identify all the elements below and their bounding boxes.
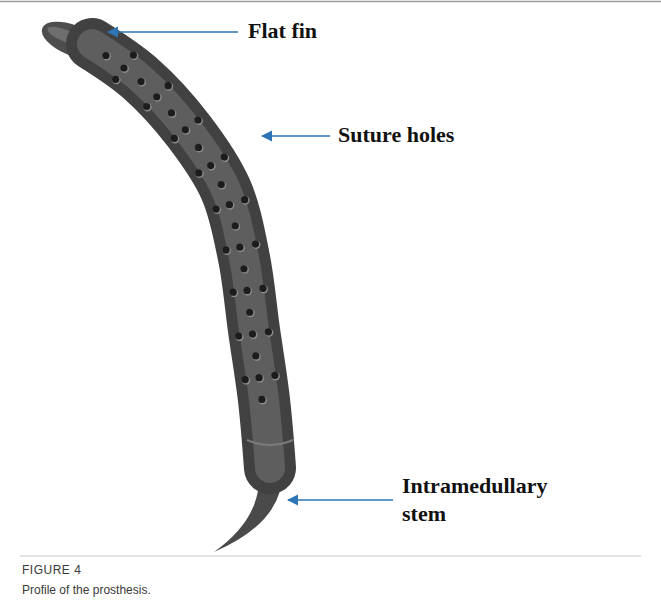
suture-hole [213,205,222,214]
suture-hole [259,285,268,294]
suture-hole [226,201,235,210]
suture-hole [242,376,251,385]
suture-hole [195,144,204,153]
caption-rule [20,556,641,557]
suture-hole [246,309,255,318]
suture-hole [130,51,139,60]
part-label: Suture holes [338,121,454,149]
suture-hole [207,162,216,171]
suture-hole [168,109,177,118]
suture-hole [194,116,203,125]
leader-arrow [108,31,238,33]
suture-hole [153,93,162,102]
suture-holes [102,51,280,404]
suture-hole [255,374,264,383]
suture-hole [221,154,230,163]
figure-caption: Profile of the prosthesis. [22,583,151,597]
leader-arrow [288,499,393,501]
leader-arrow [262,135,330,137]
suture-hole [112,76,121,85]
suture-hole [243,287,252,296]
suture-hole [235,333,244,342]
suture-hole [252,240,261,249]
body-outline [92,44,270,468]
suture-hole [240,265,249,274]
suture-hole [258,396,267,405]
suture-hole [236,244,245,253]
suture-hole [252,352,261,361]
part-label: Flat fin [248,17,317,45]
suture-hole [102,52,111,61]
figure-number: FIGURE 4 [22,563,81,577]
body-shading [92,44,270,468]
suture-hole [143,103,152,112]
suture-hole [218,181,227,190]
suture-hole [271,372,280,381]
suture-hole [265,328,274,337]
suture-hole [195,169,204,178]
suture-hole [171,135,180,144]
suture-hole [182,126,191,135]
suture-hole [241,196,250,205]
suture-hole [165,82,174,91]
suture-hole [222,246,231,255]
suture-hole [232,222,241,231]
part-label: Intramedullary stem [402,472,577,528]
collar-line [247,440,293,445]
suture-hole [230,289,239,298]
prosthesis-body [92,44,293,468]
suture-hole [249,331,258,340]
top-rule [0,1,661,3]
suture-hole [137,78,146,87]
suture-hole [120,64,129,73]
